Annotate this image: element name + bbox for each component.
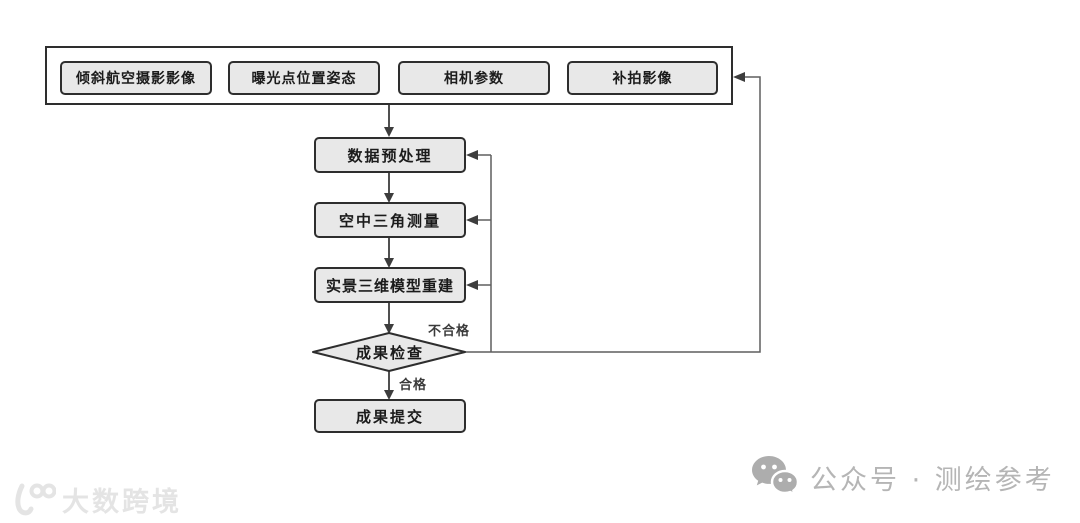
node-exposure-position-attitude: 曝光点位置姿态 — [228, 61, 380, 95]
node-oblique-aerial-imagery: 倾斜航空摄影影像 — [60, 61, 212, 95]
arrowhead-feedback-triangulation — [466, 215, 478, 225]
watermark-bottom-left: 大数跨境 — [10, 478, 182, 520]
node-aerial-triangulation: 空中三角测量 — [314, 202, 466, 238]
edge-fail-loop-outer — [465, 76, 761, 353]
arrowhead-into-input-group — [733, 72, 745, 82]
node-supplementary-imagery: 补拍影像 — [567, 61, 718, 95]
wechat-account-caption: 公众号 · 测绘参考 — [810, 464, 1055, 496]
arrowhead-into-submit — [384, 390, 394, 400]
arrowhead-into-check — [384, 324, 394, 334]
node-data-preprocessing: 数据预处理 — [314, 137, 466, 173]
node-result-check-label: 成果检查 — [355, 343, 424, 362]
node-result-check-shape — [312, 332, 466, 372]
input-group-box — [45, 46, 733, 105]
watermark-bottom-right: 公众号 · 测绘参考 — [750, 454, 1055, 500]
node-result-submit: 成果提交 — [314, 399, 466, 433]
node-3d-model-reconstruction: 实景三维模型重建 — [314, 267, 466, 303]
arrowhead-into-reconstruction — [384, 258, 394, 268]
arrowhead-feedback-preprocess — [466, 150, 478, 160]
arrowhead-into-preprocess — [384, 127, 394, 137]
watermark-brand-text: 大数跨境 — [62, 486, 182, 518]
wechat-icon — [752, 456, 800, 497]
node-camera-parameters: 相机参数 — [398, 61, 550, 95]
label-pass: 合格 — [399, 378, 428, 393]
arrowhead-feedback-reconstruction — [466, 280, 478, 290]
dashu-100-logo-icon — [15, 483, 56, 516]
arrowhead-into-triangulation — [384, 193, 394, 203]
label-fail: 不合格 — [428, 324, 471, 339]
